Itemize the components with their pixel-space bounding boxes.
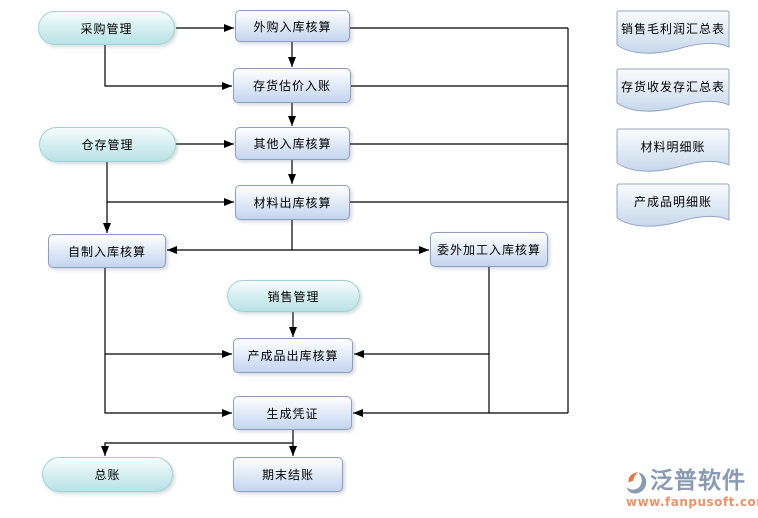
node-label: 采购管理: [80, 21, 133, 36]
node-purchased-inbound-accounting: 外购入库核算: [235, 10, 350, 42]
node-finished-goods-outbound-accounting: 产成品出库核算: [233, 338, 353, 373]
connector-generate-voucher-to-general-ledger: [101, 442, 293, 456]
node-purchase-management: 采购管理: [38, 11, 175, 45]
node-label: 存货估价入账: [252, 79, 331, 93]
node-warehouse-management: 仓存管理: [39, 127, 176, 162]
node-label: 期末结账: [261, 468, 314, 482]
report-sales-gross-profit-summary: 销售毛利润汇总表: [616, 10, 730, 58]
node-label: 材料出库核算: [253, 196, 332, 210]
brand-name: 泛普软件: [650, 468, 746, 494]
node-label: 销售管理: [267, 289, 320, 304]
node-outsource-processing-inbound-accounting: 委外加工入库核算: [430, 232, 548, 267]
report-finished-goods-subledger: 产成品明细账: [616, 183, 730, 231]
node-label: 产成品出库核算: [247, 349, 339, 363]
node-label: 仓存管理: [81, 138, 134, 152]
document-shape: [616, 128, 730, 172]
report-label: 销售毛利润汇总表: [620, 22, 725, 36]
connector-self-made-to-generate-voucher: [104, 268, 232, 417]
document-shape: [616, 68, 730, 112]
connector-purchase-to-inventory-valuation: [104, 45, 232, 90]
node-general-ledger: 总账: [42, 457, 173, 492]
report-inventory-in-out-balance-summary: 存货收发存汇总表: [616, 68, 730, 116]
report-label: 产成品明细账: [633, 195, 712, 209]
node-sales-management: 销售管理: [227, 280, 360, 312]
document-shape: [616, 10, 730, 54]
node-label: 总账: [94, 468, 121, 482]
node-label: 委外加工入库核算: [436, 243, 541, 257]
node-generate-voucher: 生成凭证: [233, 396, 352, 430]
node-self-made-inbound-accounting: 自制入库核算: [48, 234, 166, 268]
document-shape: [616, 183, 730, 227]
node-label: 自制入库核算: [67, 244, 146, 259]
report-label: 材料明细账: [640, 140, 706, 154]
node-inventory-valuation-entry: 存货估价入账: [233, 68, 351, 103]
node-label: 其他入库核算: [253, 137, 332, 151]
node-label: 外购入库核算: [253, 19, 332, 34]
fanpu-logo-icon: [626, 472, 647, 494]
node-material-outbound-accounting: 材料出库核算: [235, 185, 350, 220]
node-label: 生成凭证: [266, 406, 319, 421]
node-other-inbound-accounting: 其他入库核算: [235, 127, 350, 160]
brand-url: www.fanpusoft.com: [626, 495, 758, 509]
report-material-subledger: 材料明细账: [616, 128, 730, 176]
watermark: 泛普软件 www.fanpusoft.com: [626, 468, 758, 512]
report-label: 存货收发存汇总表: [620, 80, 725, 94]
node-period-end-closing: 期末结账: [233, 457, 343, 492]
